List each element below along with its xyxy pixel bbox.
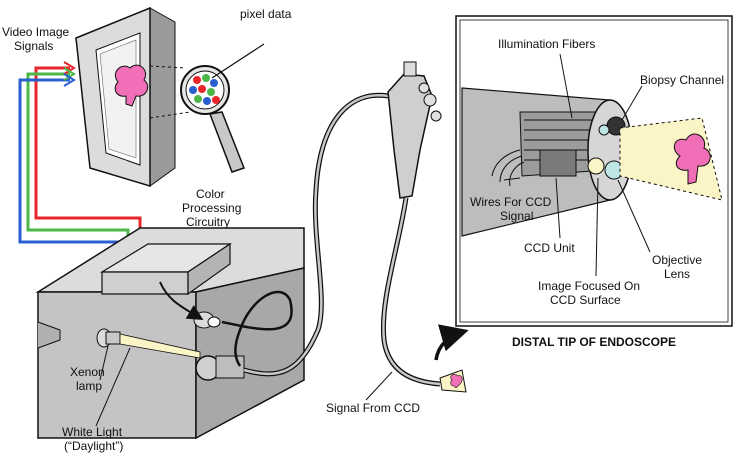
label-pixel-data: pixel data xyxy=(240,7,292,21)
ccd-image-lens xyxy=(587,157,605,175)
label-xenon-2: lamp xyxy=(76,379,102,393)
endoscope xyxy=(380,61,469,393)
ccd-signal-cable xyxy=(159,281,204,321)
distal-tip-panel xyxy=(455,15,733,327)
label-xenon-1: Xenon xyxy=(70,365,105,379)
distal-specimen xyxy=(673,133,711,185)
label-biopsy-channel: Biopsy Channel xyxy=(640,73,724,87)
label-white-light-1: White Light xyxy=(62,425,123,439)
ccd-unit xyxy=(539,149,577,177)
label-video-image-1: Video Image xyxy=(2,25,69,39)
cables xyxy=(159,92,389,377)
insertion-tube xyxy=(380,197,441,387)
magnifier-pixel-data xyxy=(149,43,265,173)
label-white-light-2: (“Daylight”) xyxy=(64,439,123,453)
label-video-image-2: Signals xyxy=(14,39,53,53)
video-monitor xyxy=(75,6,176,188)
label-image-focused-1: Image Focused On xyxy=(538,279,640,293)
label-color-3: Circuitry xyxy=(186,215,230,229)
processor-unit xyxy=(35,227,305,440)
label-objective-1: Objective xyxy=(652,253,702,267)
label-ccd-unit: CCD Unit xyxy=(524,241,575,255)
label-signal-from-ccd: Signal From CCD xyxy=(326,401,420,415)
label-objective-2: Lens xyxy=(664,267,690,281)
label-wires-2: Signal xyxy=(500,209,533,223)
screen-specimen xyxy=(114,64,149,107)
white-light-cone xyxy=(119,333,201,359)
label-color-2: Processing xyxy=(182,201,241,215)
label-distal-tip-title: DISTAL TIP OF ENDOSCOPE xyxy=(512,335,676,349)
label-illumination-fibers: Illumination Fibers xyxy=(498,37,595,51)
labels: Video Image Signals pixel data Color Pro… xyxy=(2,7,724,453)
label-wires-1: Wires For CCD xyxy=(470,195,552,209)
label-image-focused-2: CCD Surface xyxy=(550,293,621,307)
label-color-1: Color xyxy=(196,187,225,201)
